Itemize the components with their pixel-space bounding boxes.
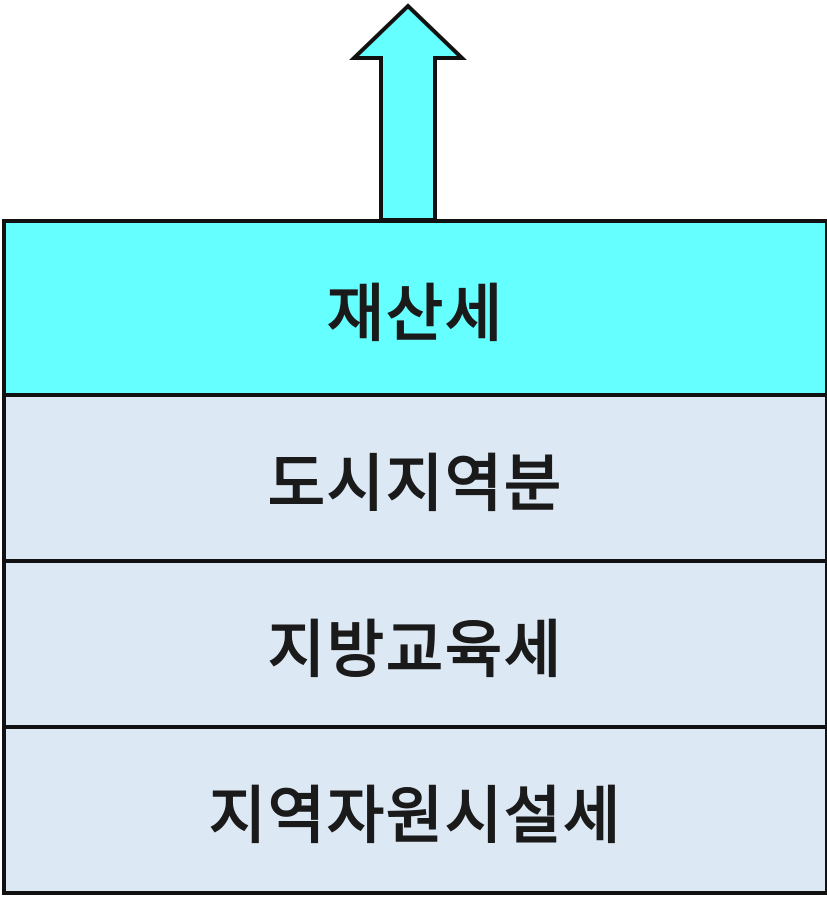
layer-label: 재산세 <box>326 277 505 350</box>
up-arrow-icon <box>349 3 467 222</box>
layer-label: 도시지역분 <box>267 447 564 520</box>
layer-regional-resource-facility-tax: 지역자원시설세 <box>6 725 825 891</box>
layer-label: 지역자원시설세 <box>208 779 623 852</box>
layer-urban-area-portion: 도시지역분 <box>6 393 825 559</box>
layer-local-education-tax: 지방교육세 <box>6 559 825 725</box>
layer-property-tax: 재산세 <box>6 223 825 393</box>
tax-stack: 재산세 도시지역분 지방교육세 지역자원시설세 <box>2 219 827 895</box>
layer-label: 지방교육세 <box>267 613 564 686</box>
